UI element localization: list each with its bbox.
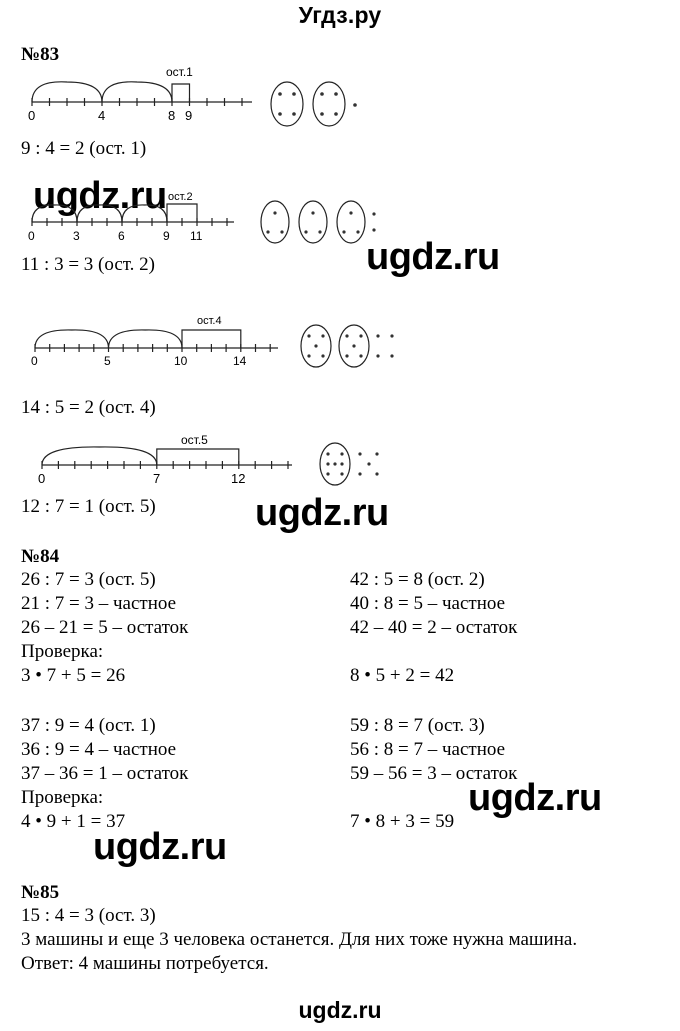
svg-text:ост.4: ост.4 <box>197 315 222 327</box>
task84-block1-right: 42 : 5 = 8 (ост. 2) 40 : 8 = 5 – частное… <box>350 569 518 686</box>
svg-text:ост.5: ост.5 <box>181 433 208 447</box>
task84-block2-left: 37 : 9 = 4 (ост. 1) 36 : 9 = 4 – частное… <box>21 715 189 832</box>
number-line-diagram-3: ост.4 0 5 10 14 <box>31 315 394 368</box>
svg-text:6: 6 <box>118 229 125 243</box>
footer-watermark: ugdz.ru <box>298 997 382 1023</box>
watermark: ugdz.ru <box>93 826 227 868</box>
task-number-85: №85 <box>21 882 60 903</box>
svg-text:9: 9 <box>185 108 192 123</box>
svg-text:4: 4 <box>98 108 105 123</box>
number-line-diagram-1: ост.1 0 4 8 9 <box>28 65 357 127</box>
number-line-diagram-4: ост.5 0 7 12 <box>38 433 379 486</box>
equation-1: 9 : 4 = 2 (ост. 1) <box>21 138 147 159</box>
svg-text:10: 10 <box>174 354 188 368</box>
task-number-83: №83 <box>21 44 60 65</box>
task84-block2-right: 59 : 8 = 7 (ост. 3) 56 : 8 = 7 – частное… <box>350 715 518 832</box>
task-number-84: №84 <box>21 546 60 567</box>
svg-text:0: 0 <box>38 471 45 486</box>
svg-text:12: 12 <box>231 471 245 486</box>
svg-text:3: 3 <box>73 229 80 243</box>
equation-4: 12 : 7 = 1 (ост. 5) <box>21 496 156 517</box>
watermark: ugdz.ru <box>468 777 602 819</box>
equation-2: 11 : 3 = 3 (ост. 2) <box>21 254 155 275</box>
svg-text:9: 9 <box>163 229 170 243</box>
svg-text:0: 0 <box>31 354 38 368</box>
watermark: ugdz.ru <box>366 236 500 278</box>
svg-text:14: 14 <box>233 354 247 368</box>
svg-text:8: 8 <box>168 108 175 123</box>
watermark: ugdz.ru <box>255 492 389 534</box>
watermark: ugdz.ru <box>33 175 167 217</box>
number-line-diagram-2: ост.2 0 3 6 9 11 <box>28 191 376 244</box>
site-title: Угдз.ру <box>298 2 382 28</box>
task85-solution: 15 : 4 = 3 (ост. 3) 3 машины и еще 3 чел… <box>21 905 578 974</box>
remainder-label: ост.1 <box>166 65 193 79</box>
svg-text:0: 0 <box>28 108 35 123</box>
equation-3: 14 : 5 = 2 (ост. 4) <box>21 397 156 418</box>
svg-text:11: 11 <box>190 229 203 243</box>
svg-text:5: 5 <box>104 354 111 368</box>
task84-block1-left: 26 : 7 = 3 (ост. 5) 21 : 7 = 3 – частное… <box>21 569 189 686</box>
svg-text:0: 0 <box>28 229 35 243</box>
svg-text:7: 7 <box>153 471 160 486</box>
svg-text:ост.2: ост.2 <box>168 191 193 203</box>
